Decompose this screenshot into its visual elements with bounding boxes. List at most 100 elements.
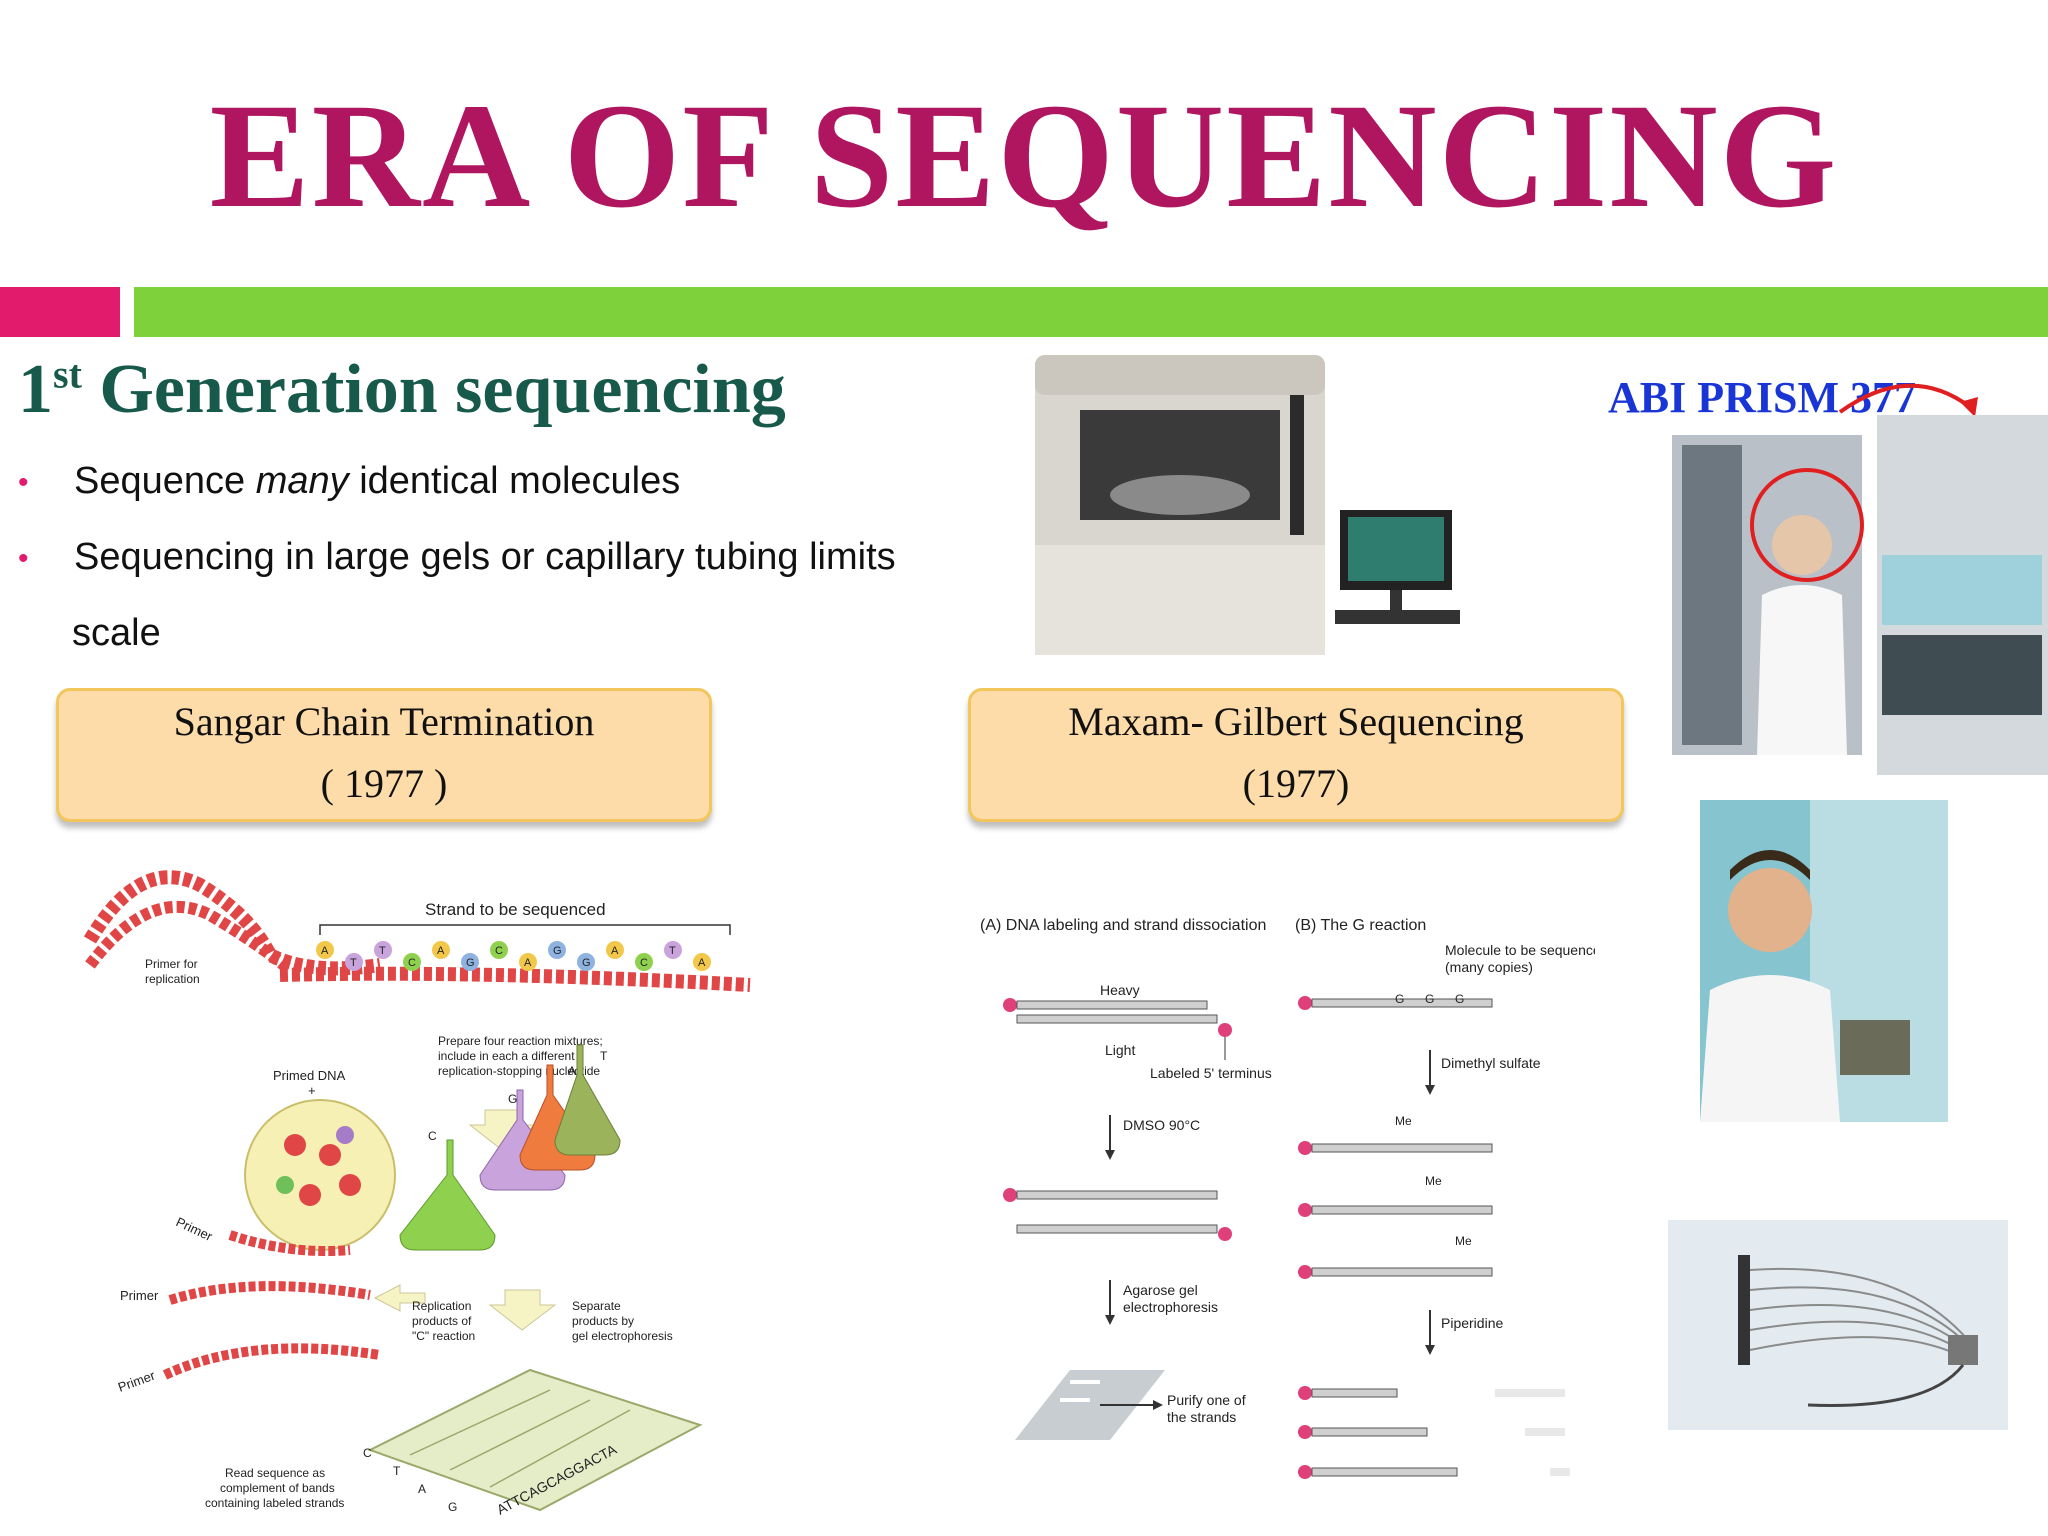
- gel-letter-g: G: [448, 1500, 457, 1514]
- strand-base-letter: C: [495, 945, 503, 957]
- piperidine-label: Piperidine: [1441, 1315, 1503, 1331]
- red-arrow-icon: [1838, 383, 1978, 417]
- strand-base-marker: [345, 953, 363, 971]
- replication-products-line1: Replication: [412, 1299, 471, 1313]
- strand-base-letter: A: [698, 957, 706, 969]
- heading-ordinal-suffix: st: [53, 351, 82, 397]
- me-mark: Me: [1395, 1114, 1412, 1128]
- flask-letter-t: T: [600, 1049, 608, 1063]
- section-heading: 1st Generation sequencing: [18, 350, 786, 430]
- purify-line2: the strands: [1167, 1409, 1236, 1425]
- bullet-text: Sequencing in large gels or capillary tu…: [74, 536, 896, 578]
- strand-base-letter: G: [466, 957, 475, 969]
- sanger-diagram: Strand to be sequenced Primer for replic…: [83, 870, 751, 1518]
- scientist-photo: [1700, 800, 1948, 1122]
- bullet-text: Sequence: [74, 460, 256, 502]
- read-sequence-line1: Read sequence as: [225, 1466, 325, 1480]
- primer-label-3: Primer: [116, 1367, 158, 1394]
- replication-products-line3: "C" reaction: [412, 1329, 475, 1343]
- purify-line1: Purify one of: [1167, 1392, 1246, 1408]
- g-mark: G: [1395, 992, 1404, 1006]
- strand-base-letter: G: [553, 945, 562, 957]
- bullet-text: identical molecules: [348, 460, 681, 502]
- flask-letter-a: A: [568, 1064, 576, 1078]
- strand-base-marker: [316, 941, 334, 959]
- primer-replication-line2: replication: [145, 972, 200, 986]
- accent-bar-green: [134, 287, 2048, 337]
- maxam-gilbert-diagram: (A) DNA labeling and strand dissociation…: [980, 917, 1595, 1479]
- strand-base-letter: A: [321, 945, 329, 957]
- primer-label-2: Primer: [120, 1288, 159, 1303]
- flask-letter-c: C: [428, 1129, 437, 1143]
- prepare-note-line1: Prepare four reaction mixtures;: [438, 1034, 603, 1048]
- strand-base-letter: A: [611, 945, 619, 957]
- panel-a-label: (A) DNA labeling and strand dissociation: [980, 917, 1266, 934]
- slide-title: ERA OF SEQUENCING: [209, 73, 1839, 239]
- bullet-continuation: scale: [72, 612, 161, 654]
- abi-prism-photo: [1672, 415, 2048, 775]
- heading-ordinal: 1: [18, 351, 53, 428]
- strand-base-marker: [606, 941, 624, 959]
- strand-label: Strand to be sequenced: [425, 900, 606, 919]
- g-mark: G: [1425, 992, 1434, 1006]
- sanger-method-box: Sangar Chain Termination ( 1977 ): [56, 688, 712, 822]
- sanger-year: ( 1977 ): [320, 761, 448, 806]
- separate-products-line1: Separate: [572, 1299, 621, 1313]
- gel-letter-a: A: [418, 1482, 426, 1496]
- strand-base-letter: T: [350, 957, 357, 969]
- bullet-dot-icon: •: [18, 465, 29, 499]
- flask-letter-g: G: [508, 1092, 517, 1106]
- molecule-line1: Molecule to be sequenced: [1445, 942, 1595, 958]
- molecule-line2: (many copies): [1445, 959, 1533, 975]
- maxam-title: Maxam- Gilbert Sequencing: [1068, 699, 1524, 744]
- bullet-dot-icon: •: [18, 541, 29, 575]
- bullet-item: • Sequence many identical molecules: [18, 460, 680, 503]
- strand-base-marker: [403, 953, 421, 971]
- strand-base-letter: C: [640, 957, 648, 969]
- strand-base-letter: T: [379, 945, 386, 957]
- plus-sign: +: [308, 1083, 316, 1098]
- strand-base-marker: [577, 953, 595, 971]
- me-mark: Me: [1425, 1174, 1442, 1188]
- read-sequence-line3: containing labeled strands: [205, 1496, 344, 1510]
- strand-base-marker: [432, 941, 450, 959]
- separate-products-line3: gel electrophoresis: [572, 1329, 673, 1343]
- agarose-line1: Agarose gel: [1123, 1282, 1198, 1298]
- strand-base-marker: [490, 941, 508, 959]
- replication-products-line2: products of: [412, 1314, 472, 1328]
- strand-base-marker: [693, 953, 711, 971]
- dimethyl-label: Dimethyl sulfate: [1441, 1055, 1541, 1071]
- bullet-emphasis: many: [255, 460, 349, 502]
- strand-base-marker: [519, 953, 537, 971]
- capillary-array-image: [1668, 1220, 2008, 1430]
- strand-base-marker: [635, 953, 653, 971]
- light-label: Light: [1105, 1042, 1135, 1058]
- read-sequence-line2: complement of bands: [220, 1481, 335, 1495]
- strand-base-letter: T: [669, 945, 676, 957]
- strand-base-letter: C: [408, 957, 416, 969]
- agarose-line2: electrophoresis: [1123, 1299, 1218, 1315]
- prepare-note-line2: include in each a different: [438, 1049, 575, 1063]
- maxam-year: (1977): [1242, 761, 1350, 806]
- strand-base-marker: [374, 941, 392, 959]
- panel-b-label: (B) The G reaction: [1295, 917, 1426, 934]
- strand-base-marker: [664, 941, 682, 959]
- dmso-label: DMSO 90°C: [1123, 1117, 1200, 1133]
- strand-base-group: A T T C A G C A G G A C T A: [316, 941, 711, 971]
- maxam-method-box: Maxam- Gilbert Sequencing (1977): [968, 688, 1624, 822]
- heavy-label: Heavy: [1100, 982, 1140, 998]
- labeled-terminus-label: Labeled 5' terminus: [1150, 1065, 1272, 1081]
- primer-replication-line1: Primer for: [145, 957, 198, 971]
- sanger-title: Sangar Chain Termination: [173, 699, 595, 744]
- primed-dna-label: Primed DNA: [273, 1068, 346, 1083]
- me-mark: Me: [1455, 1234, 1472, 1248]
- strand-base-letter: A: [437, 945, 445, 957]
- strand-base-letter: G: [582, 957, 591, 969]
- strand-base-letter: A: [524, 957, 532, 969]
- bullet-item: • Sequencing in large gels or capillary t…: [18, 536, 896, 579]
- gel-letter-t: T: [393, 1464, 401, 1478]
- separate-products-line2: products by: [572, 1314, 634, 1328]
- prepare-note-line3: replication-stopping nucleotide: [438, 1064, 600, 1078]
- strand-base-marker: [461, 953, 479, 971]
- gel-letter-c: C: [363, 1446, 372, 1460]
